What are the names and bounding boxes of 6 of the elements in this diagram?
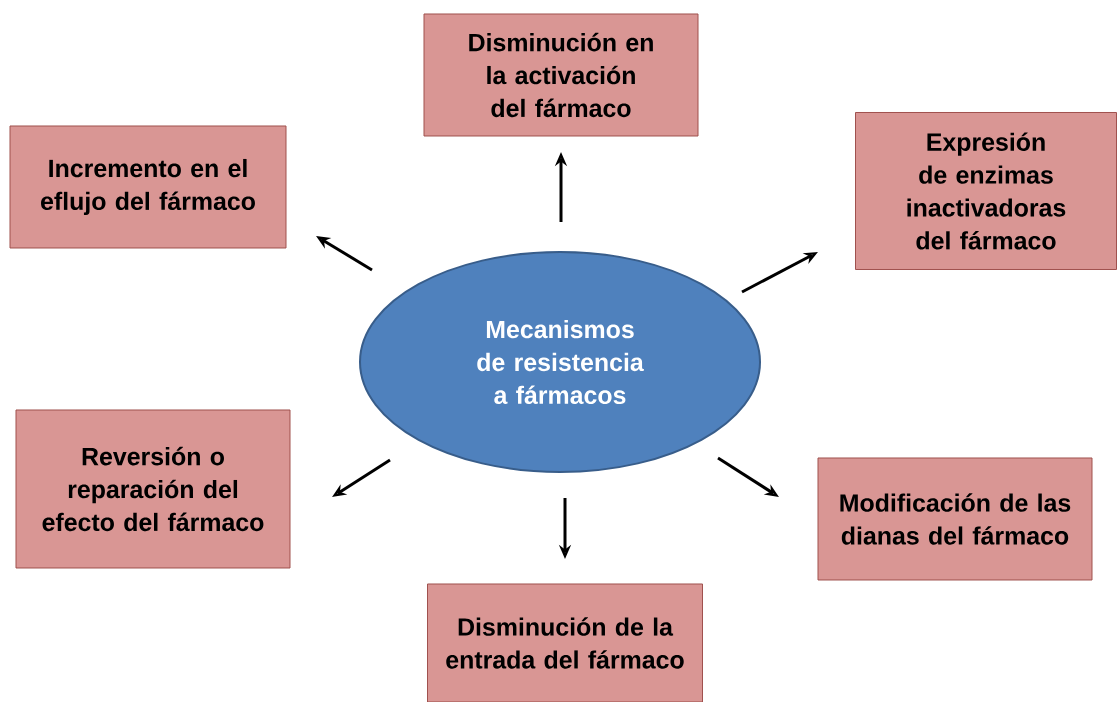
mechanism-box: Expresión de enzimas inactivadoras del fármaco [855, 112, 1117, 270]
mechanism-box: Modificación de las dianas del fármaco [817, 457, 1093, 581]
mechanism-box: Disminución de la entrada del fármaco [427, 583, 703, 702]
mechanism-box: Incremento en el eflujo del fármaco [9, 125, 287, 249]
mechanism-box: Disminución en la activación del fármaco [423, 13, 699, 137]
mechanism-box: Reversión o reparación del efecto del fármaco [15, 409, 291, 569]
